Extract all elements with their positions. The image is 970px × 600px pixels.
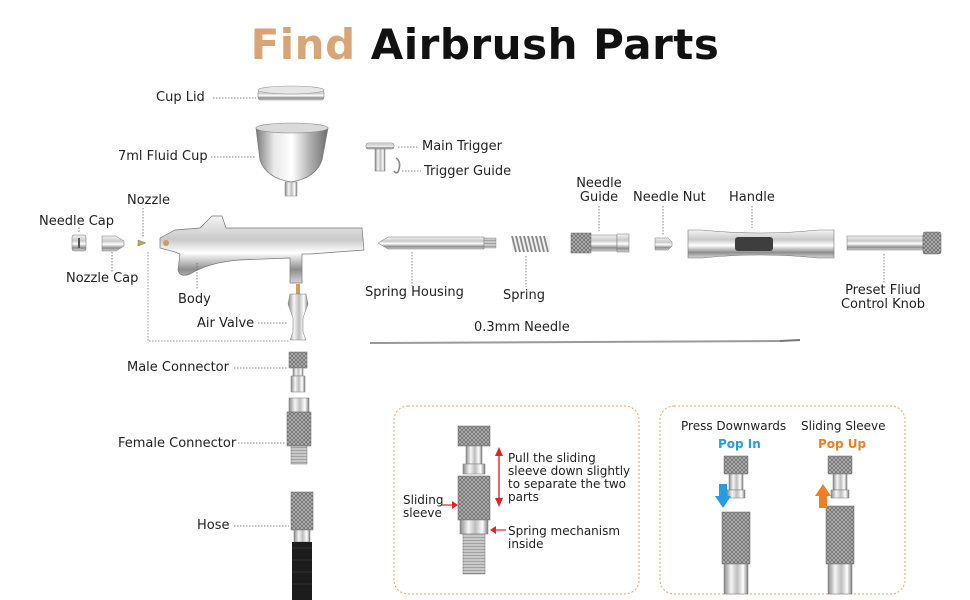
sliding-note-line1: Sliding xyxy=(403,493,444,507)
label-hose: Hose xyxy=(197,518,230,533)
label-male-connector: Male Connector xyxy=(127,360,229,375)
sliding-note-line2: sleeve xyxy=(403,506,442,520)
label-nozzle-cap: Nozzle Cap xyxy=(66,271,139,286)
spring-note-line2: inside xyxy=(508,537,544,551)
spring-mechanism-note: Spring mechanism inside xyxy=(508,525,620,551)
cup-lid-part xyxy=(257,85,325,101)
pop-in-label: Pop In xyxy=(718,437,761,451)
sliding-sleeve-illustration xyxy=(457,425,491,575)
label-needle-cap: Needle Cap xyxy=(39,214,115,229)
handle-part xyxy=(687,229,835,259)
press-downwards-label: Press Downwards xyxy=(681,419,787,433)
pull-note-line3: to separate the two xyxy=(508,477,627,491)
up-arrow-icon xyxy=(815,484,831,508)
needle-nut-part xyxy=(654,237,673,251)
label-trigger-guide: Trigger Guide xyxy=(424,164,512,179)
nozzle-cap-part xyxy=(101,235,125,252)
label-spring: Spring xyxy=(503,288,545,303)
label-needle-guide: Needle Guide xyxy=(570,177,628,205)
spring-part xyxy=(511,235,550,253)
needle-guide-part xyxy=(570,232,630,254)
red-double-arrow xyxy=(495,447,503,507)
assembly-guide-line xyxy=(147,252,290,342)
sliding-sleeve-note: Sliding sleeve xyxy=(403,494,443,520)
pull-note-line4: parts xyxy=(508,490,539,504)
sliding-sleeve-info-box xyxy=(393,405,640,595)
label-air-valve: Air Valve xyxy=(197,316,255,331)
sliding-sleeve-label: Sliding Sleeve xyxy=(801,419,886,433)
label-preset-knob: Preset Fliud Control Knob xyxy=(830,284,936,312)
pull-note-line2: sleeve down slightly xyxy=(508,464,631,478)
air-valve-part xyxy=(287,284,309,341)
label-cup-lid: Cup Lid xyxy=(156,90,205,105)
pop-up-illustration xyxy=(825,455,855,595)
label-body: Body xyxy=(178,292,211,307)
label-needle: 0.3mm Needle xyxy=(474,320,570,335)
pop-action-info-box xyxy=(659,405,906,595)
label-needle-nut: Needle Nut xyxy=(633,190,706,205)
needle-part xyxy=(369,339,801,344)
male-connector-part xyxy=(288,351,308,393)
label-handle: Handle xyxy=(729,190,775,205)
needle-cap-part xyxy=(71,234,87,252)
title-main: Airbrush Parts xyxy=(370,20,720,69)
down-arrow-icon xyxy=(715,484,731,508)
page-title: Find Airbrush Parts xyxy=(0,20,970,69)
label-female-connector: Female Connector xyxy=(118,436,237,451)
label-preset-line1: Preset Fliud xyxy=(845,283,921,298)
hose-part xyxy=(290,491,314,600)
label-fluid-cup: 7ml Fluid Cup xyxy=(118,149,208,164)
pop-up-label: Pop Up xyxy=(818,437,867,451)
pop-in-illustration xyxy=(721,455,751,595)
label-main-trigger: Main Trigger xyxy=(422,139,502,154)
fluid-cup-part xyxy=(255,122,329,197)
pull-note-line1: Pull the sliding xyxy=(508,451,596,465)
pull-sleeve-note: Pull the sliding sleeve down slightly to… xyxy=(508,452,630,504)
label-needle-guide-line2: Guide xyxy=(579,190,619,205)
label-nozzle: Nozzle xyxy=(127,193,170,208)
airbrush-body-part xyxy=(159,215,365,284)
spring-note-line1: Spring mechanism xyxy=(508,524,621,538)
label-preset-line2: Control Knob xyxy=(840,297,926,312)
female-connector-part xyxy=(286,397,312,465)
label-spring-housing: Spring Housing xyxy=(365,285,464,300)
main-trigger-part xyxy=(365,142,401,174)
nozzle-part xyxy=(137,239,147,247)
title-accent: Find xyxy=(250,20,356,69)
spring-housing-part xyxy=(377,236,497,250)
label-needle-guide-line1: Needle xyxy=(576,176,622,191)
preset-knob-part xyxy=(846,231,942,255)
